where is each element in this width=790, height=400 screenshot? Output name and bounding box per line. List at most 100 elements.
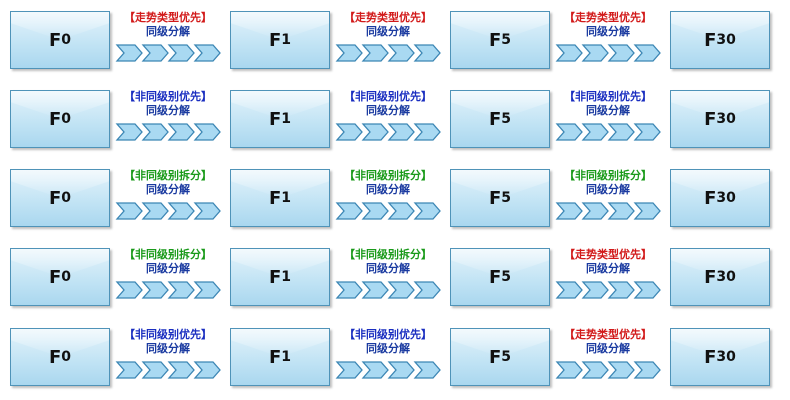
connector-sub-label: 同级分解: [366, 262, 410, 275]
chevron-arrows-icon: [555, 361, 661, 379]
chevron-icon: [193, 44, 221, 62]
level-node-letter: F: [704, 187, 717, 209]
chevron-arrows-icon: [335, 123, 441, 141]
chevron-icon: [335, 361, 363, 379]
connector: 【走势类型优先】同级分解: [333, 9, 443, 71]
chevron-icon: [633, 281, 661, 299]
chevron-icon: [167, 281, 195, 299]
chevron-arrows-icon: [555, 123, 661, 141]
level-node-number: 0: [61, 269, 72, 285]
chevron-icon: [607, 281, 635, 299]
level-node-number: 5: [501, 349, 512, 365]
level-node-letter: F: [488, 346, 502, 368]
chevron-icon: [607, 202, 635, 220]
chevron-icon: [581, 123, 609, 141]
chevron-icon: [555, 44, 583, 62]
connector-rule-label: 【走势类型优先】: [564, 328, 652, 341]
connector-sub-label: 同级分解: [146, 104, 190, 117]
connector: 【走势类型优先】同级分解: [113, 9, 223, 71]
connector-rule-label: 【非同级别优先】: [564, 90, 652, 103]
connector: 【非同级别优先】同级分解: [333, 326, 443, 388]
connector-sub-label: 同级分解: [146, 262, 190, 275]
chevron-icon: [141, 123, 169, 141]
level-node-letter: F: [488, 29, 502, 51]
chevron-icon: [387, 202, 415, 220]
level-node-letter: F: [48, 266, 62, 288]
level-node-number: 30: [716, 111, 736, 127]
connector-sub-label: 同级分解: [366, 25, 410, 38]
connector-sub-label: 同级分解: [586, 262, 630, 275]
chevron-icon: [361, 44, 389, 62]
level-node-number: 30: [716, 190, 736, 206]
chevron-icon: [607, 123, 635, 141]
connector-rule-label: 【非同级别优先】: [124, 90, 212, 103]
level-node-number: 5: [501, 269, 512, 285]
chevron-icon: [387, 123, 415, 141]
connector-rule-label: 【走势类型优先】: [124, 11, 212, 24]
level-node-letter: F: [268, 187, 282, 209]
level-node-letter: F: [704, 108, 717, 130]
chevron-arrows-icon: [335, 281, 441, 299]
chevron-arrows-icon: [335, 44, 441, 62]
level-node-letter: F: [268, 266, 282, 288]
chevron-arrows-icon: [115, 281, 221, 299]
chevron-icon: [115, 281, 143, 299]
connector-rule-label: 【非同级别优先】: [344, 328, 432, 341]
level-node-letter: F: [488, 187, 502, 209]
chevron-icon: [115, 44, 143, 62]
chevron-icon: [115, 123, 143, 141]
level-node-letter: F: [48, 187, 62, 209]
chevron-icon: [633, 44, 661, 62]
chevron-icon: [581, 361, 609, 379]
connector-rule-label: 【非同级别优先】: [344, 90, 432, 103]
connector-rule-label: 【走势类型优先】: [344, 11, 432, 24]
chevron-icon: [361, 281, 389, 299]
connector: 【非同级别拆分】同级分解: [333, 246, 443, 308]
chevron-icon: [115, 361, 143, 379]
chevron-icon: [335, 44, 363, 62]
connector: 【非同级别优先】同级分解: [553, 88, 663, 150]
chevron-icon: [115, 202, 143, 220]
chevron-icon: [581, 281, 609, 299]
chevron-arrows-icon: [335, 361, 441, 379]
chevron-icon: [607, 44, 635, 62]
level-node-letter: F: [48, 108, 62, 130]
connector-sub-label: 同级分解: [366, 104, 410, 117]
level-node-number: 0: [61, 32, 72, 48]
connector-sub-label: 同级分解: [586, 342, 630, 355]
chevron-icon: [141, 202, 169, 220]
chevron-icon: [413, 281, 441, 299]
chevron-icon: [633, 202, 661, 220]
level-node-letter: F: [48, 29, 62, 51]
level-node-letter: F: [268, 29, 282, 51]
chevron-icon: [555, 281, 583, 299]
level-node-number: 1: [281, 349, 292, 365]
chevron-icon: [141, 44, 169, 62]
connector: 【非同级别拆分】同级分解: [113, 246, 223, 308]
chevron-arrows-icon: [115, 44, 221, 62]
chevron-icon: [633, 361, 661, 379]
level-node-number: 30: [716, 269, 736, 285]
chevron-icon: [141, 361, 169, 379]
chevron-icon: [555, 361, 583, 379]
connector: 【非同级别拆分】同级分解: [333, 167, 443, 229]
chevron-icon: [607, 361, 635, 379]
level-node-letter: F: [488, 266, 502, 288]
chevron-icon: [167, 44, 195, 62]
level-node-number: 1: [281, 190, 292, 206]
chevron-icon: [361, 123, 389, 141]
